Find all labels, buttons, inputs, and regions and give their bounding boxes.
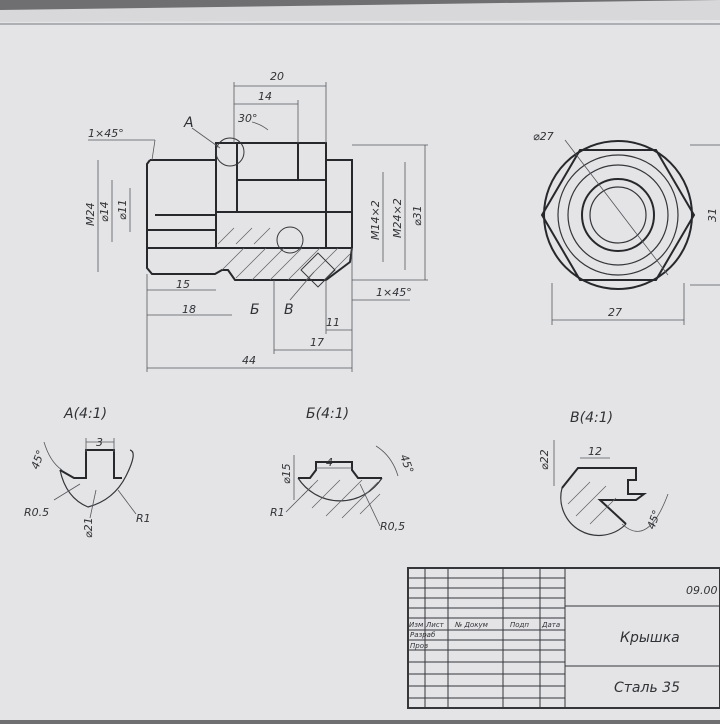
dim-d11: ⌀11 — [116, 199, 129, 220]
tb-date: Дата — [541, 621, 560, 629]
dim-18: 18 — [182, 303, 196, 316]
dim-m24: M24 — [84, 203, 97, 227]
detail-circle-b — [276, 226, 304, 254]
detail-a-r05: R0.5 — [24, 506, 49, 519]
detail-a-angle: 45° — [29, 448, 48, 471]
detail-b-r05: R0,5 — [380, 520, 405, 533]
side-view: ⌀27 27 31 — [533, 130, 720, 325]
tb-part-name: Крышка — [620, 630, 680, 646]
label-v: В — [284, 302, 294, 318]
dim-chamfer-bottom: 1×45° — [376, 286, 412, 299]
detail-a-r1: R1 — [136, 512, 151, 525]
dim-d31: ⌀31 — [411, 205, 424, 226]
dim-14: 14 — [258, 90, 272, 103]
detail-a: А(4:1) 3 45° R0.5 ⌀21 R1 — [24, 406, 151, 538]
tb-razrab: Разраб — [410, 631, 436, 639]
main-view: 20 14 30° 1×45° M24 ⌀14 ⌀11 M14×2 M24×2 … — [84, 70, 428, 372]
detail-b-width: 4 — [326, 456, 333, 469]
detail-mark-v — [300, 252, 336, 288]
dim-d14: ⌀14 — [98, 201, 111, 222]
tb-code: 09.00 — [686, 584, 718, 597]
detail-a-title: А(4:1) — [63, 406, 107, 422]
label-b: Б — [250, 302, 260, 318]
detail-b-d15: ⌀15 — [280, 463, 293, 484]
tb-list: Лист — [425, 621, 445, 629]
paper — [0, 10, 720, 720]
dim-d27: ⌀27 — [533, 130, 554, 143]
dim-m24x2: M24×2 — [391, 198, 404, 238]
tb-material: Сталь 35 — [614, 680, 680, 696]
detail-a-width: 3 — [96, 436, 103, 449]
dim-angle-30: 30° — [238, 112, 258, 125]
detail-v: В(4:1) 12 ⌀22 45° — [538, 410, 669, 537]
dim-27: 27 — [608, 306, 622, 319]
detail-v-d22: ⌀22 — [538, 449, 551, 470]
detail-circle-a — [215, 137, 245, 167]
dimension-lines — [88, 82, 428, 372]
detail-a-d21: ⌀21 — [82, 517, 95, 538]
detail-v-width: 12 — [588, 445, 602, 458]
tb-doc: № Докум — [454, 621, 489, 629]
hexagon — [540, 149, 696, 281]
detail-b-r1: R1 — [270, 506, 285, 519]
dim-m14x2: M14×2 — [369, 200, 382, 240]
dim-chamfer-top: 1×45° — [88, 127, 124, 140]
dim-44: 44 — [242, 354, 256, 367]
dim-31: 31 — [706, 208, 719, 222]
detail-v-title: В(4:1) — [570, 410, 613, 426]
dim-17: 17 — [310, 336, 324, 349]
title-block: Изм Лист № Докум Подп Дата Разраб Пров 0… — [407, 567, 720, 709]
tb-prov: Пров — [410, 642, 428, 650]
tb-izm: Изм — [409, 621, 424, 629]
dim-20: 20 — [270, 70, 284, 83]
outer-circle — [543, 140, 693, 290]
dim-11: 11 — [326, 316, 340, 329]
detail-b-angle: 45° — [397, 453, 416, 476]
detail-b: Б(4:1) 4 ⌀15 45° R1 R0,5 — [270, 406, 416, 533]
detail-v-angle: 45° — [645, 508, 664, 531]
section-hatch — [217, 227, 351, 281]
tb-sign: Подп — [510, 621, 529, 629]
detail-b-title: Б(4:1) — [306, 406, 349, 422]
label-a: A — [183, 115, 194, 131]
dim-15: 15 — [176, 278, 190, 291]
